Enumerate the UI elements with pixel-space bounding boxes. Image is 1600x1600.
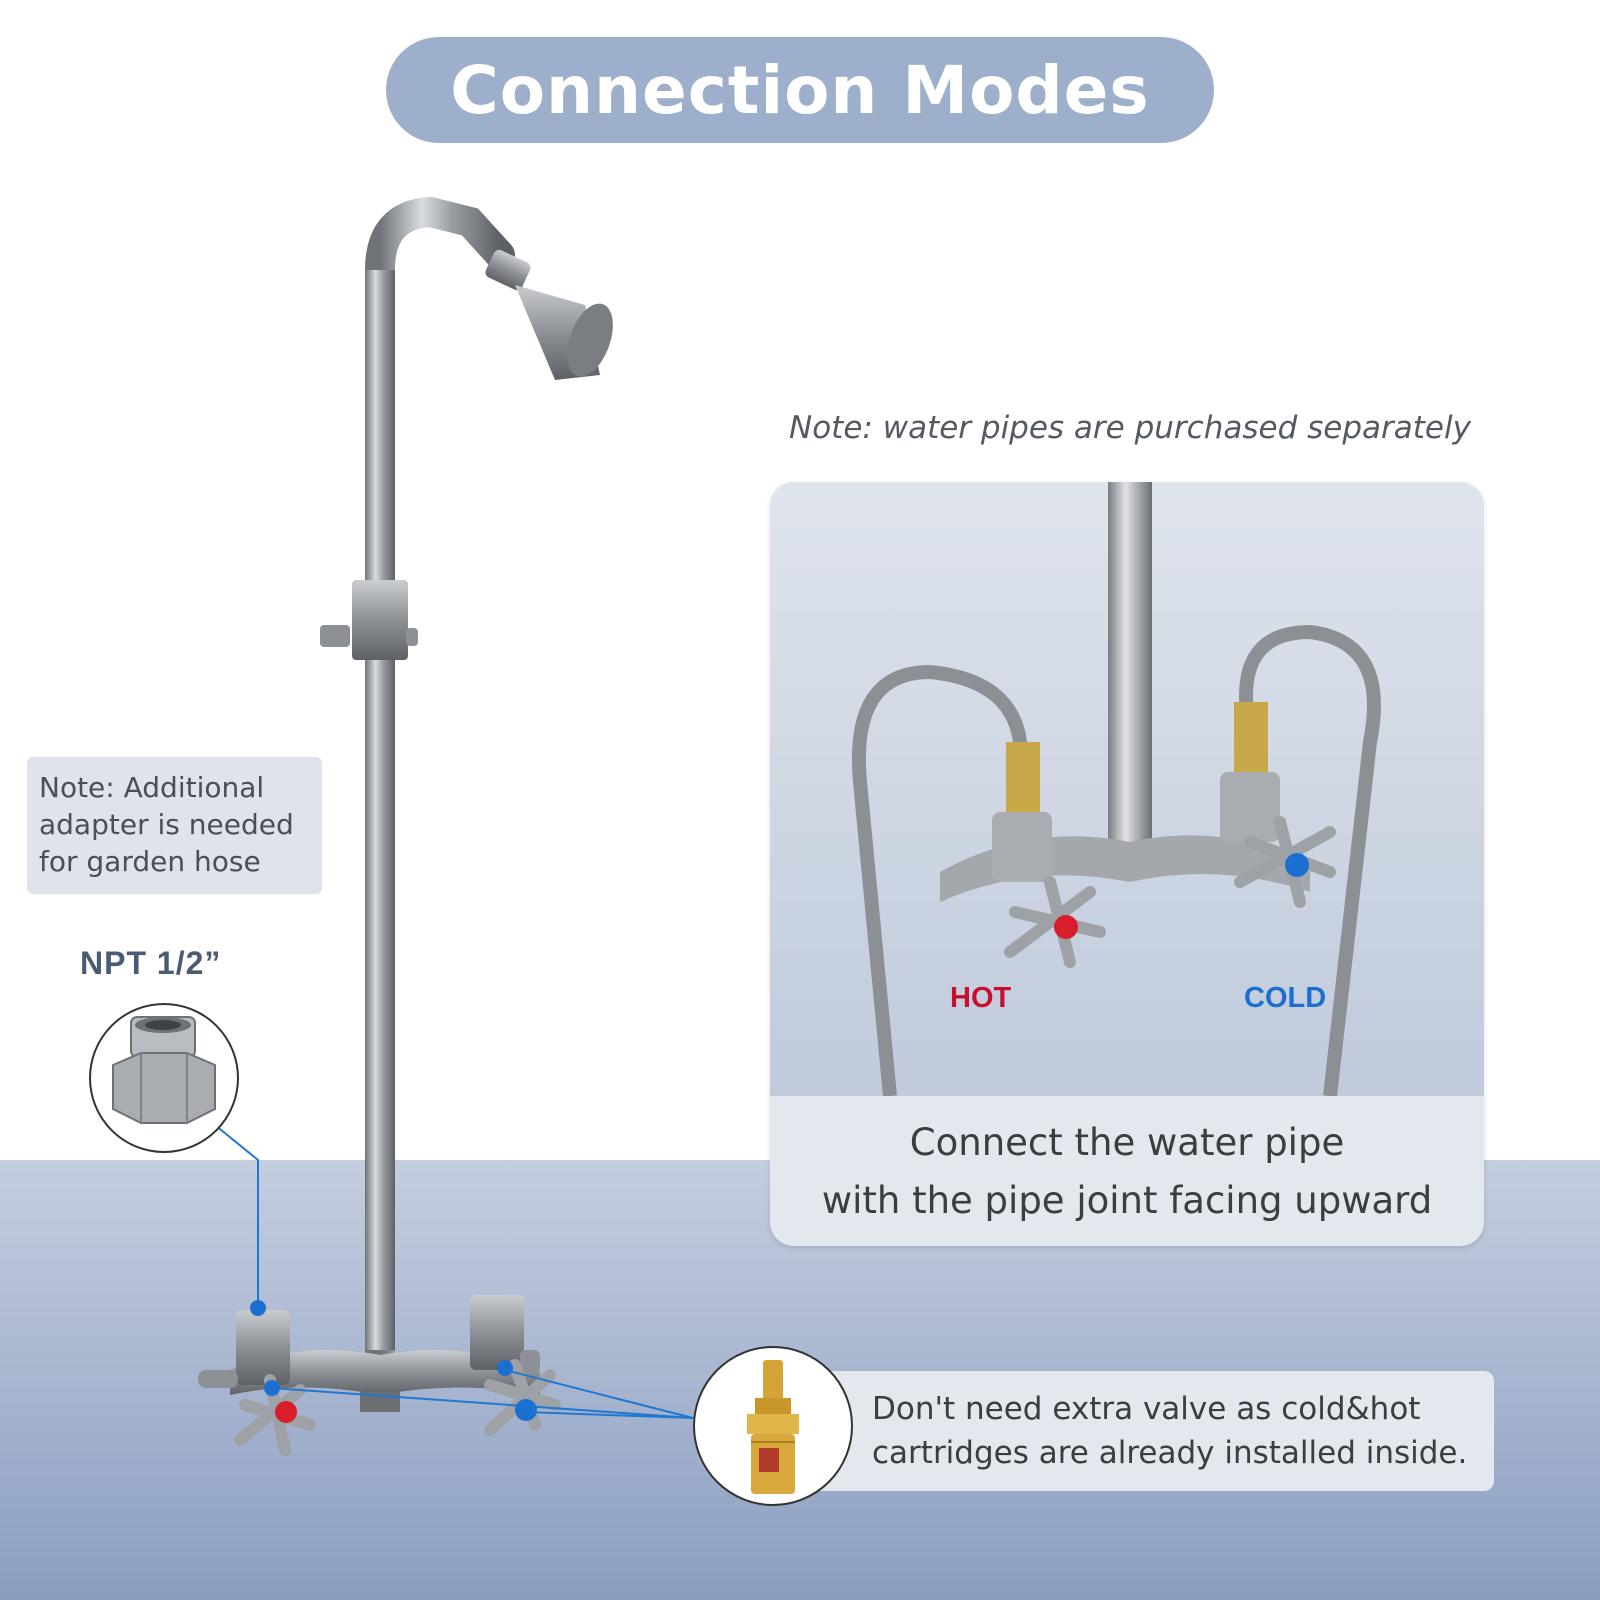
adapter-note-line: for garden hose [39, 845, 261, 878]
page-title: Connection Modes [450, 51, 1150, 129]
valve-body [198, 1295, 540, 1412]
title-banner: Connection Modes [386, 37, 1214, 143]
caption-line: Connect the water pipe [909, 1121, 1345, 1164]
thread-size-label: NPT 1/2” [80, 945, 222, 981]
slide-bracket [320, 580, 418, 660]
valve-cartridge-icon [693, 1346, 853, 1506]
caption-line: with the pipe joint facing upward [821, 1179, 1433, 1222]
hose-connection-illustration [851, 482, 1381, 1096]
pipes-note: Note: water pipes are purchased separate… [789, 410, 1471, 446]
pipe-adapter-icon [89, 1003, 239, 1153]
connection-detail-panel: HOT COLD Connect the water pipe with the… [770, 482, 1484, 1246]
riser-pipe [365, 196, 515, 1365]
adapter-note-line: Note: Additional [39, 771, 265, 804]
shower-head-icon [485, 249, 613, 380]
adapter-note-box: Note: Additional adapter is needed for g… [27, 757, 322, 894]
adapter-note-line: adapter is needed [39, 808, 294, 841]
callout-dots [250, 1300, 536, 1420]
cartridge-note-line: Don't need extra valve as cold&hot [872, 1391, 1421, 1427]
hot-label: HOT [950, 982, 1012, 1014]
cold-label: COLD [1244, 982, 1327, 1014]
callout-lines [214, 1124, 694, 1419]
panel-caption: Connect the water pipe with the pipe joi… [770, 1096, 1484, 1246]
cartridge-note-line: cartridges are already installed inside. [872, 1435, 1468, 1471]
cartridge-note-box: Don't need extra valve as cold&hot cartr… [780, 1371, 1494, 1491]
cross-handle-icon [1004, 816, 1336, 968]
